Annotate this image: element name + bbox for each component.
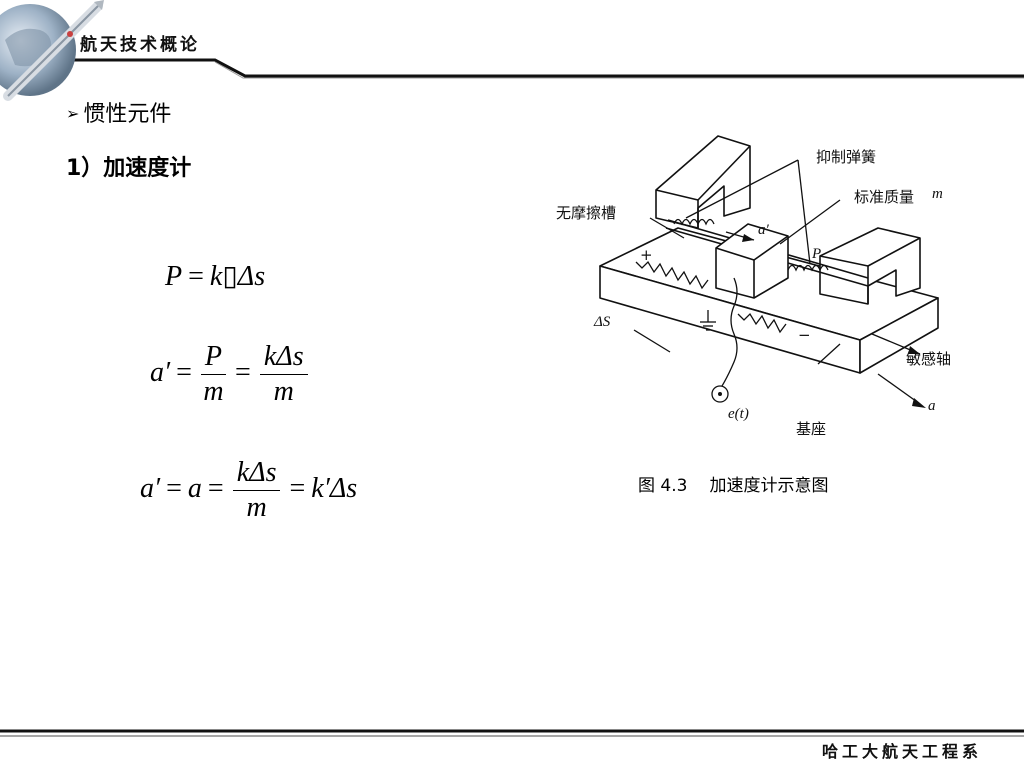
label-signal: e(t): [728, 406, 749, 422]
arrow-bullet-icon: ➢: [66, 104, 80, 123]
label-base: 基座: [796, 420, 827, 438]
bullet-item: ➢惯性元件: [66, 96, 171, 128]
accelerometer-drawing: [599, 135, 939, 408]
bullet-label: 惯性元件: [83, 102, 172, 127]
label-delta-s: ΔS: [594, 314, 611, 330]
figure-number: 图 4.3: [638, 476, 688, 496]
figure-caption: 图 4.3 加速度计示意图: [638, 471, 828, 496]
label-standard-mass: 标准质量: [854, 188, 915, 206]
footer-rule: [0, 729, 1024, 737]
footer-organization: 哈工大航天工程系: [822, 742, 983, 761]
label-minus: −: [798, 326, 811, 344]
label-mass-symbol: m: [932, 186, 943, 202]
label-accel: a: [928, 398, 936, 414]
section-heading: 1）加速度计: [66, 156, 192, 181]
accelerometer-diagram: 抑制弹簧 无摩擦槽 标准质量 m a′ P + − ΔS 敏感轴 e(t) 基座…: [548, 128, 968, 448]
course-title: 航天技术概论: [80, 35, 200, 55]
label-force-p: P: [812, 246, 822, 262]
label-plus: +: [640, 246, 653, 264]
label-a-prime: a′: [758, 222, 769, 238]
label-sensitive-axis: 敏感轴: [906, 350, 952, 368]
figure-title: 加速度计示意图: [709, 476, 829, 496]
header-rule: [0, 58, 1024, 79]
equation-force: P=k▯Δs: [165, 261, 266, 292]
label-suppress-spring: 抑制弹簧: [816, 148, 877, 166]
globe-rocket-logo: [0, 0, 104, 101]
label-frictionless-groove: 无摩擦槽: [556, 204, 617, 222]
